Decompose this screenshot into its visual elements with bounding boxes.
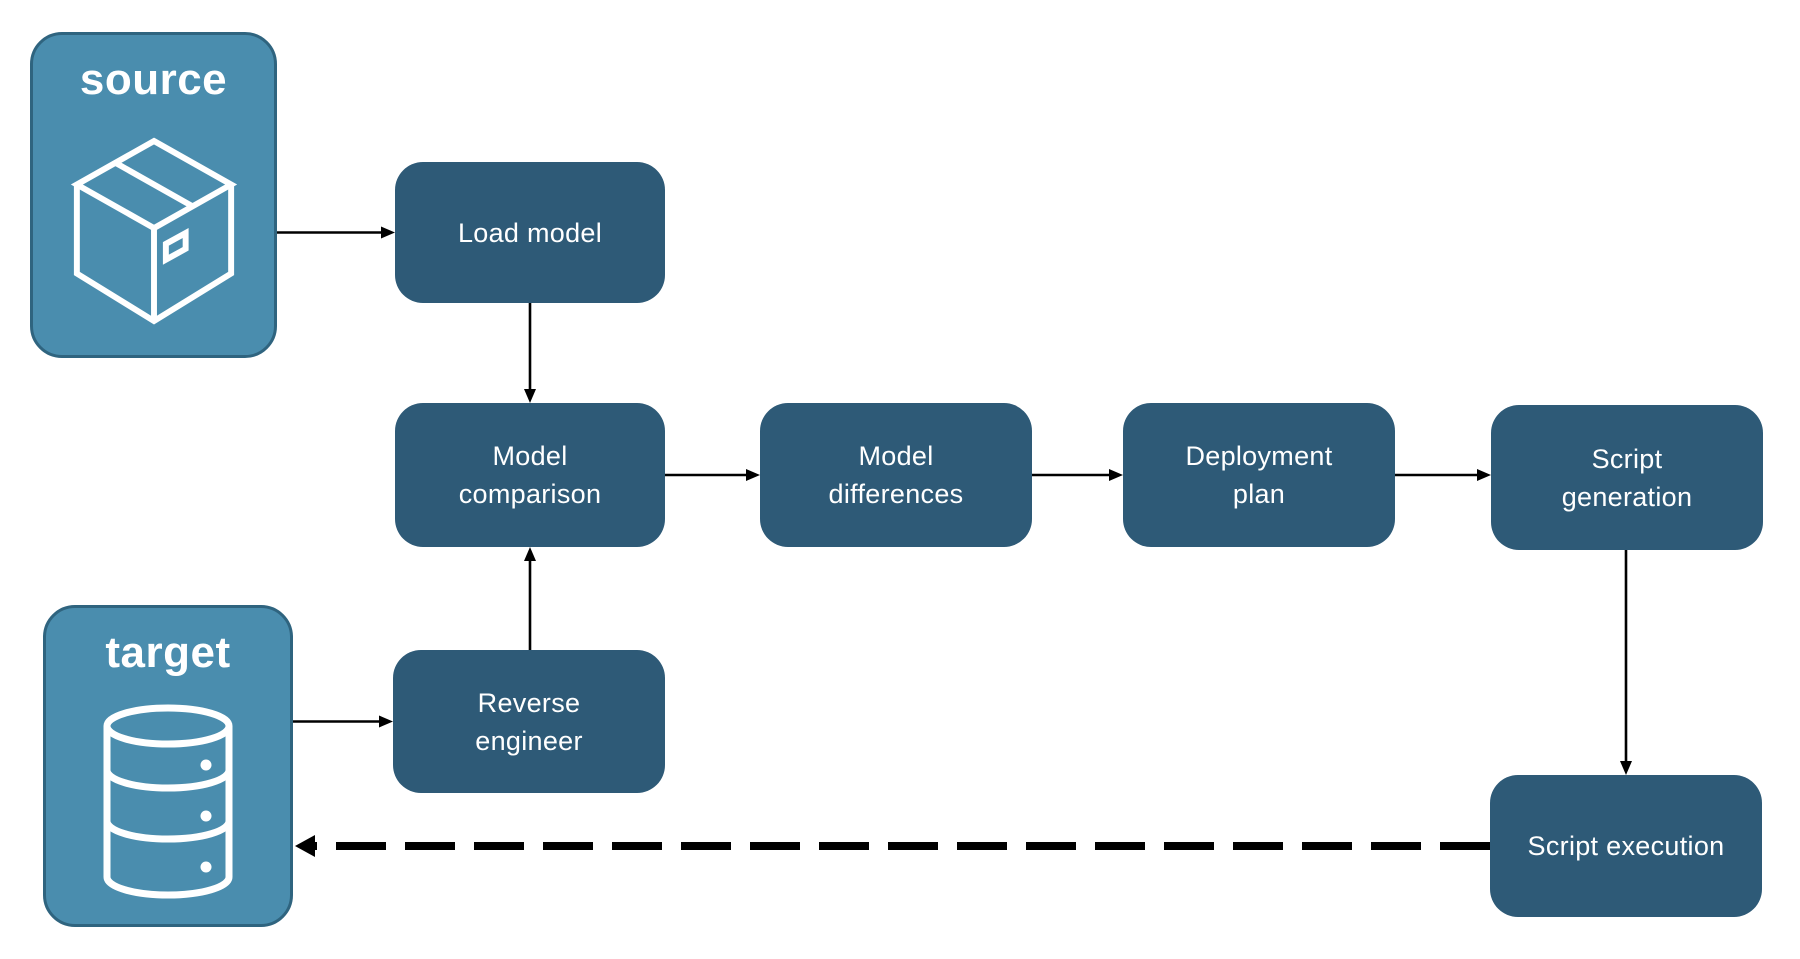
node-label: Script execution	[1527, 831, 1725, 861]
node-script-execution: Script execution	[1490, 775, 1762, 917]
node-model-differences: Model differences	[760, 403, 1032, 547]
node-model-comparison: Model comparison	[395, 403, 665, 547]
node-deployment-plan: Deployment plan	[1123, 403, 1395, 547]
source-title: source	[79, 55, 228, 104]
node-label: Reverse engineer	[475, 687, 583, 756]
node-label: Script generation	[1561, 443, 1693, 512]
node-source: source	[30, 32, 277, 358]
target-title: target	[105, 628, 231, 677]
node-label: Model differences	[828, 441, 964, 509]
node-label: Load model	[457, 217, 603, 248]
database-icon	[103, 704, 233, 899]
package-icon	[70, 137, 237, 325]
node-script-generation: Script generation	[1491, 405, 1763, 550]
node-label: Deployment plan	[1185, 441, 1333, 509]
node-reverse-engineer: Reverse engineer	[393, 650, 665, 793]
node-load-model: Load model	[395, 162, 665, 303]
node-label: Model comparison	[458, 441, 602, 509]
node-target: target	[43, 605, 293, 927]
